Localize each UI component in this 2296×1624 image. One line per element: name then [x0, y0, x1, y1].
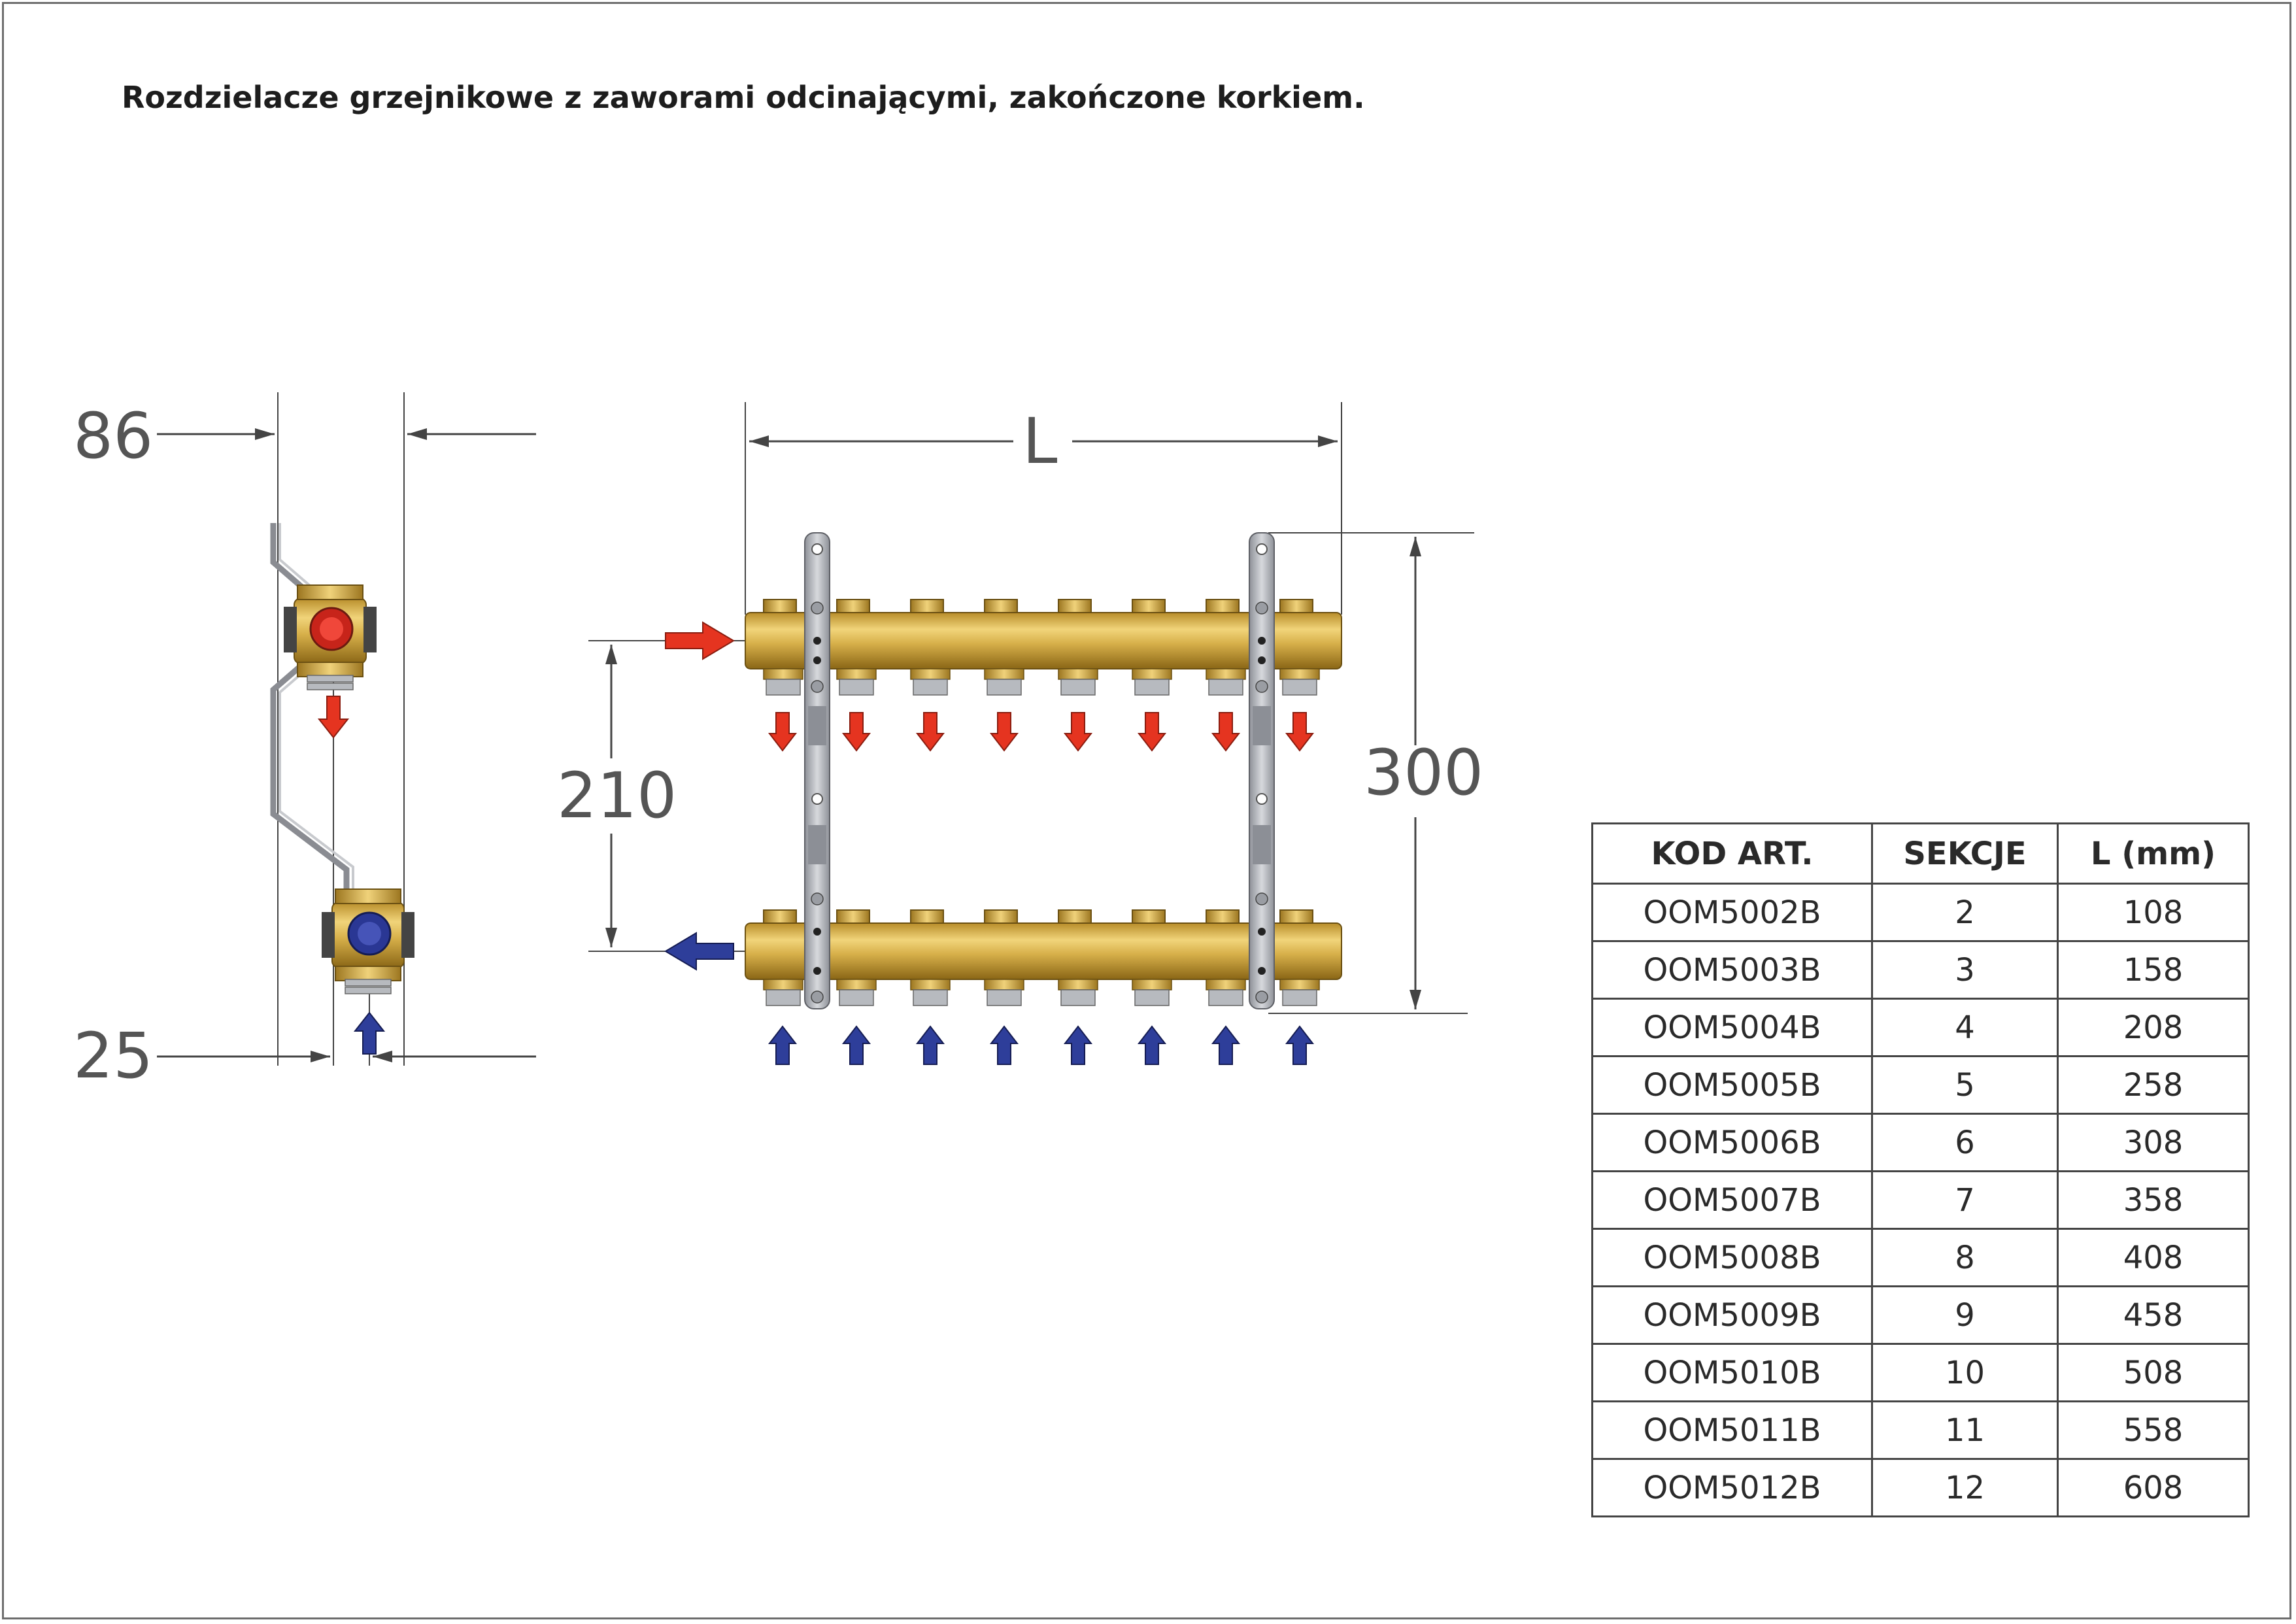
cell-code: OOM5011B — [1591, 1400, 1873, 1460]
cell-code: OOM5002B — [1591, 883, 1873, 942]
dim-height: 300 — [1364, 736, 1483, 809]
cell-code: OOM5004B — [1591, 998, 1873, 1057]
front-view — [588, 402, 1474, 1065]
col-header-code: KOD ART. — [1591, 822, 1873, 885]
cell-code: OOM5008B — [1591, 1228, 1873, 1287]
cell-sections: 8 — [1871, 1228, 2059, 1287]
cell-sections: 9 — [1871, 1285, 2059, 1345]
upper-couplings — [763, 668, 1320, 696]
arrow-red-icon — [768, 712, 798, 752]
arrow-blue-icon — [1063, 1025, 1093, 1065]
cell-length: 158 — [2057, 940, 2250, 1000]
cell-code: OOM5007B — [1591, 1170, 1873, 1230]
arrow-red-icon — [665, 621, 735, 660]
arrow-blue-icon — [1137, 1025, 1167, 1065]
col-header-length: L (mm) — [2057, 822, 2250, 885]
arrow-red-icon — [915, 712, 945, 752]
arrow-red-icon — [989, 712, 1019, 752]
dim-side-offset: 25 — [73, 1019, 153, 1092]
cell-sections: 12 — [1871, 1458, 2059, 1517]
cell-length: 458 — [2057, 1285, 2250, 1345]
dim-length: L — [1022, 405, 1057, 478]
arrow-blue-icon — [1211, 1025, 1241, 1065]
return-bar — [745, 909, 1342, 1006]
arrow-blue-icon — [353, 1011, 386, 1055]
cell-code: OOM5010B — [1591, 1343, 1873, 1402]
arrow-red-icon — [317, 696, 350, 739]
upper-nuts — [763, 599, 1313, 615]
left-bracket — [804, 532, 830, 1009]
cell-sections: 10 — [1871, 1343, 2059, 1402]
arrow-red-icon — [1285, 712, 1315, 752]
supply-outlet-arrows — [768, 712, 1315, 752]
arrow-red-icon — [1137, 712, 1167, 752]
lower-nuts — [763, 909, 1313, 925]
cell-length: 558 — [2057, 1400, 2250, 1460]
cell-length: 308 — [2057, 1113, 2250, 1172]
cell-length: 208 — [2057, 998, 2250, 1057]
cell-length: 408 — [2057, 1228, 2250, 1287]
arrow-blue-icon — [915, 1025, 945, 1065]
supply-bar — [745, 599, 1342, 696]
cell-code: OOM5006B — [1591, 1113, 1873, 1172]
arrow-blue-icon — [1285, 1025, 1315, 1065]
cell-code: OOM5003B — [1591, 940, 1873, 1000]
arrow-red-icon — [1211, 712, 1241, 752]
cell-length: 358 — [2057, 1170, 2250, 1230]
dim-side-width: 86 — [73, 399, 153, 473]
cell-sections: 4 — [1871, 998, 2059, 1057]
cell-length: 258 — [2057, 1055, 2250, 1115]
cell-length: 108 — [2057, 883, 2250, 942]
cell-code: OOM5012B — [1591, 1458, 1873, 1517]
cell-sections: 11 — [1871, 1400, 2059, 1460]
cell-length: 608 — [2057, 1458, 2250, 1517]
return-inlet-arrows — [768, 1025, 1315, 1065]
side-view — [157, 392, 536, 1066]
right-bracket — [1249, 532, 1275, 1009]
arrow-red-icon — [1063, 712, 1093, 752]
page-title: Rozdzielacze grzejnikowe z zaworami odci… — [122, 80, 1365, 115]
cell-sections: 7 — [1871, 1170, 2059, 1230]
cell-length: 508 — [2057, 1343, 2250, 1402]
dim-axis-spacing: 210 — [557, 759, 677, 832]
cell-code: OOM5009B — [1591, 1285, 1873, 1345]
arrow-red-icon — [841, 712, 871, 752]
cell-sections: 2 — [1871, 883, 2059, 942]
cell-sections: 6 — [1871, 1113, 2059, 1172]
arrow-blue-icon — [768, 1025, 798, 1065]
lower-couplings — [763, 979, 1320, 1006]
col-header-sections: SEKCJE — [1871, 822, 2059, 885]
arrow-blue-icon — [664, 932, 734, 971]
table-header-row: KOD ART. SEKCJE L (mm) — [1591, 822, 2250, 885]
arrow-blue-icon — [989, 1025, 1019, 1065]
cell-sections: 5 — [1871, 1055, 2059, 1115]
cell-code: OOM5005B — [1591, 1055, 1873, 1115]
arrow-blue-icon — [841, 1025, 871, 1065]
cell-sections: 3 — [1871, 940, 2059, 1000]
